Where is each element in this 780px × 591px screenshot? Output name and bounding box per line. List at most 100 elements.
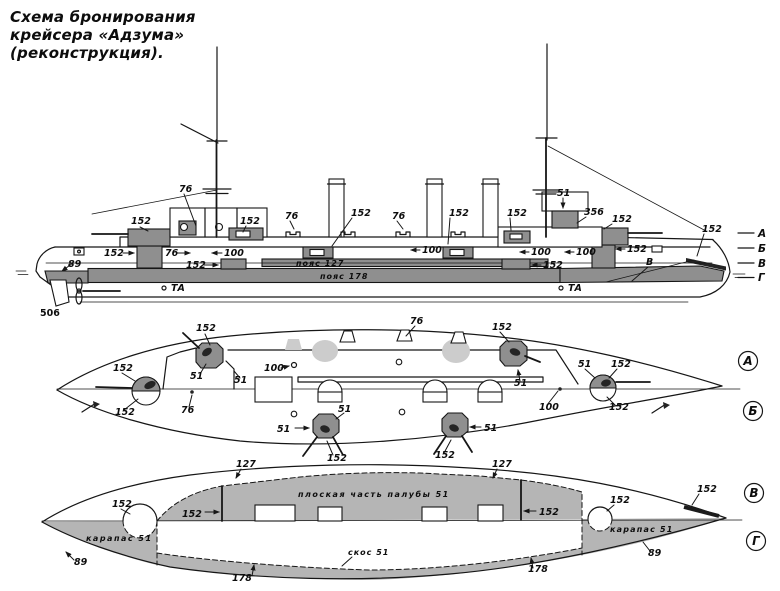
slope-dashed-edge: [156, 547, 583, 571]
deck-opening: [254, 504, 296, 522]
vg-hull-upper: [41, 464, 727, 523]
davit-flag: [663, 402, 670, 409]
dim-label: 356: [584, 207, 604, 218]
dim-label: 76: [179, 184, 193, 195]
plan-ab-leaders: [121, 325, 618, 456]
dim-label: 152: [507, 208, 527, 219]
dim-label: 76: [181, 405, 195, 416]
dim-label: 152: [610, 495, 630, 506]
skylight-base: [317, 391, 343, 403]
dim-label: 152: [351, 208, 371, 219]
dim-label: 152: [627, 244, 647, 255]
plan-hull-lower: [56, 385, 723, 445]
dim-label: 178: [232, 573, 252, 584]
gun-barrel: [433, 435, 447, 455]
dim-label: 89: [74, 557, 88, 568]
deck-opening: [317, 506, 343, 522]
bow-armor-strip: [683, 505, 720, 518]
vg-hull-lower: [41, 517, 727, 580]
deck-fitting: [73, 247, 85, 256]
vg-centerline: [41, 519, 743, 522]
casemate-gun-port: [449, 248, 465, 257]
fore-stay: [547, 145, 707, 232]
skylight-base: [422, 391, 448, 403]
plan-superstructure: [162, 329, 579, 403]
dim-label: 152: [327, 453, 347, 464]
title-line-3: (реконструкция).: [10, 44, 164, 62]
title-line-1: Схема бронирования: [10, 8, 196, 26]
funnels: [326, 178, 501, 238]
plan-casemate-fore: [499, 340, 541, 367]
skylight-base: [477, 391, 503, 403]
propeller-hub: [76, 288, 82, 294]
side-leaders: [61, 193, 705, 291]
dim-label: А: [757, 228, 766, 240]
torpedo-tube-label: ТА: [171, 283, 185, 294]
section-markers-ab: А Б: [737, 350, 764, 422]
waterline-mark-stern: [15, 270, 29, 275]
conning-tower-356: [551, 210, 579, 229]
gun-barrel: [95, 386, 133, 389]
gun-sponson-76: [396, 329, 413, 342]
marker-b: Б: [748, 404, 757, 418]
dim-label: 152: [609, 402, 629, 413]
rudder-propeller: [49, 277, 121, 307]
dim-label: 51: [338, 404, 351, 415]
dim-label: 100: [264, 363, 284, 374]
masts: [91, 43, 707, 238]
gun-barrel: [302, 436, 318, 457]
section-markers-vg: В Г: [743, 482, 767, 552]
funnel-base-shaded: [285, 339, 302, 350]
marker-a: А: [742, 354, 752, 368]
dim-label: 152: [240, 216, 260, 227]
deck-opening: [421, 506, 448, 522]
plan-view-ab: А Б 152152152515176100761525151515115215…: [56, 316, 764, 464]
dim-label: 76: [392, 211, 406, 222]
dim-label: 152: [104, 248, 124, 259]
dim-label: 89: [648, 548, 662, 559]
dim-label: Г: [758, 272, 766, 284]
casemate-gun-port: [509, 233, 523, 240]
shaded-area: [442, 339, 470, 363]
torpedo-tube-label: ТА: [568, 283, 582, 294]
aft-superstructure: [169, 207, 268, 241]
dim-label: 152: [543, 260, 563, 271]
main-gaff: [180, 123, 219, 144]
fore-barbette-ring: [588, 507, 612, 531]
deck-opening: [477, 504, 504, 522]
funnel-1: [328, 178, 345, 238]
gun-sponson-76: [450, 331, 467, 344]
dim-label: 51: [484, 423, 497, 434]
deck-fitting: [651, 245, 663, 253]
hull-bottom: [57, 239, 731, 298]
stern-profile: [35, 246, 59, 291]
marker-v: В: [749, 486, 758, 500]
title-block: Схема бронирования крейсера «Адзума» (ре…: [10, 8, 196, 62]
shaded-area: [312, 340, 338, 362]
gun-sponson-76: [339, 330, 356, 343]
marker-g: Г: [752, 534, 761, 548]
dim-label: 76: [410, 316, 424, 327]
dim-label: 100: [224, 248, 244, 259]
title-line-2: крейсера «Адзума»: [10, 26, 184, 44]
dim-label: 152: [697, 484, 717, 495]
dim-label: 100: [422, 245, 442, 256]
fore-superstructure: [497, 191, 603, 248]
dim-label: 51: [277, 424, 290, 435]
upper-deck-line: [119, 236, 714, 248]
deck-flat-label: плоская часть палубы 51: [298, 489, 450, 499]
deck-gun-mount: [395, 231, 411, 238]
dim-label: 152: [611, 359, 631, 370]
dim-label: 152: [182, 509, 202, 520]
plan-fore-turret: [589, 374, 651, 402]
dim-label: 152: [115, 407, 135, 418]
gun-barrel: [182, 332, 200, 349]
aft-barbette-ring: [123, 504, 157, 538]
davit-flag: [93, 401, 100, 408]
